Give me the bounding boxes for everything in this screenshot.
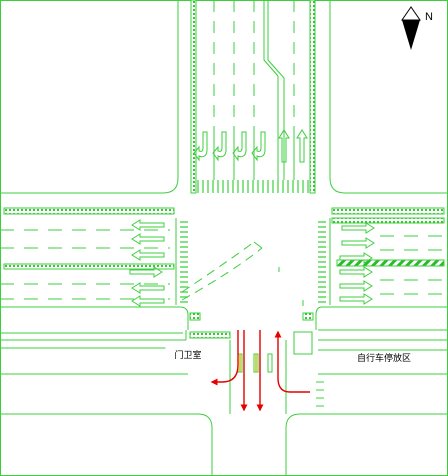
- bike-parking-label: 自行车停放区: [357, 352, 411, 364]
- north-arrow-icon: [401, 6, 421, 50]
- east-approach-markings: [329, 218, 448, 305]
- guard-room-box: [165, 345, 211, 363]
- traffic-flows: [210, 330, 310, 412]
- north-crosswalk: [197, 180, 309, 193]
- center-tick-marks: [278, 267, 304, 306]
- north-approach-markings: [213, 0, 295, 180]
- gate-booth: [293, 331, 313, 355]
- left-turn-guide-lines: [181, 241, 263, 301]
- hatched-medians: [3, 0, 445, 339]
- west-crosswalk: [180, 221, 188, 303]
- flow-enter-right: [274, 330, 310, 393]
- east-crosswalk: [318, 221, 326, 303]
- west-approach-markings: [0, 218, 177, 305]
- flow-exit-left: [210, 330, 239, 386]
- guard-room-label: 门卫室: [174, 349, 201, 361]
- speed-bump-marks: [316, 381, 324, 407]
- north-label: N: [425, 11, 433, 23]
- gate-barrier-bars: [239, 354, 257, 372]
